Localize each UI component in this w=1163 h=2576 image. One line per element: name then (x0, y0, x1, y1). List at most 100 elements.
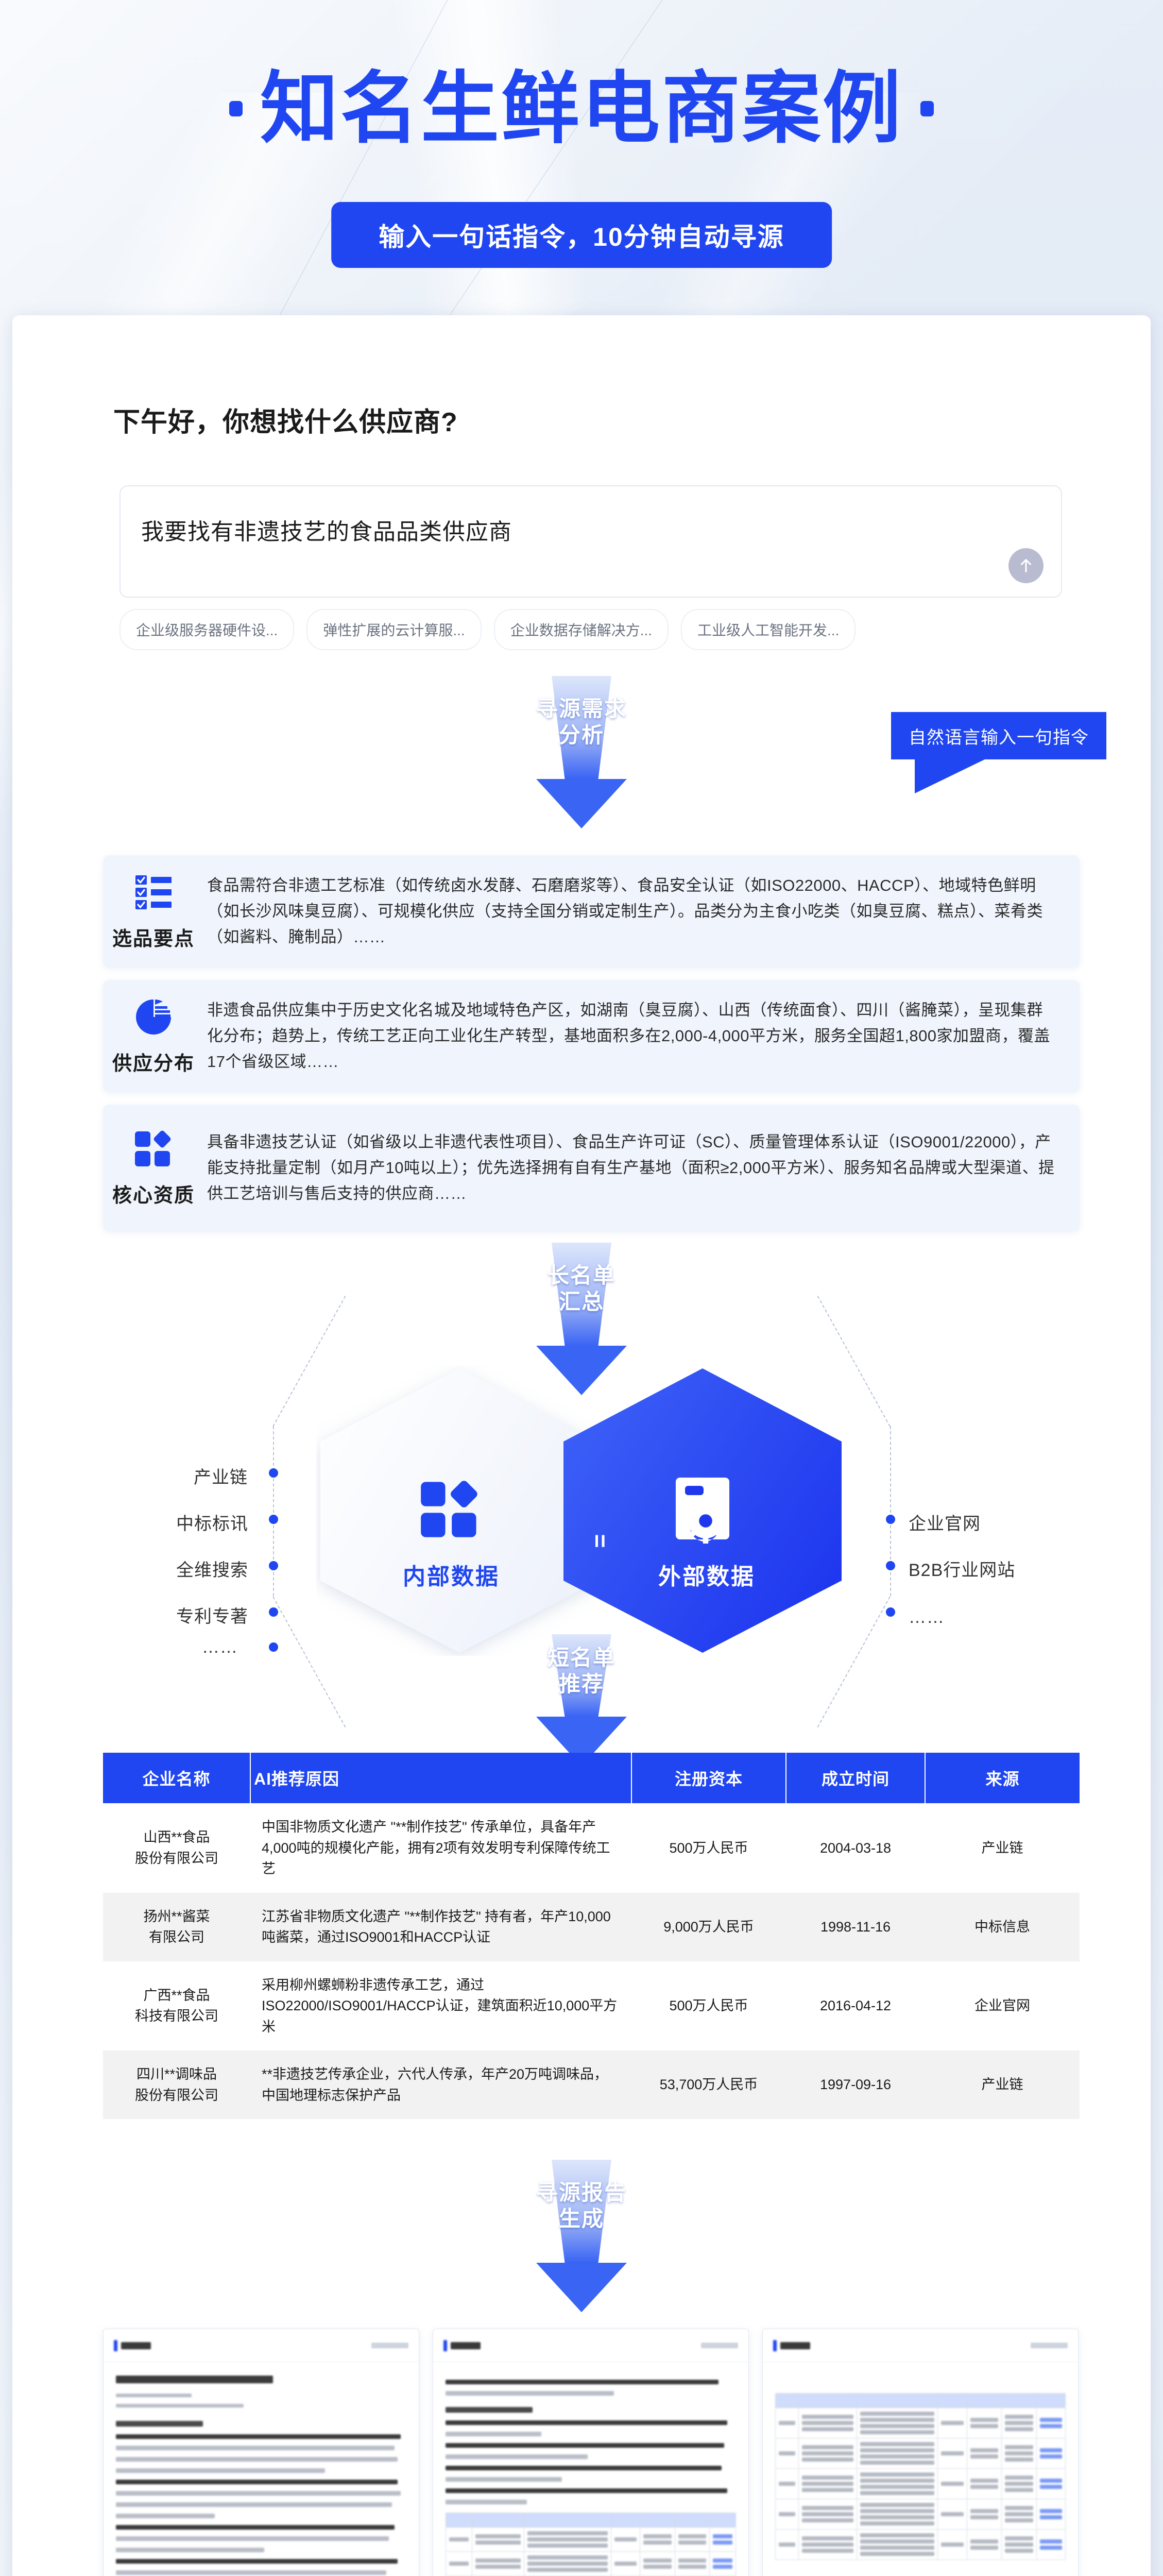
external-source-label-2: B2B行业网站 (909, 1561, 1016, 1580)
internal-source-dot-1 (269, 1468, 278, 1478)
send-button[interactable] (1008, 548, 1044, 583)
table-row[interactable]: 扬州**酱菜 有限公司 江苏省非物质文化遗产 "**制作技艺" 持有者，年产10… (103, 1892, 1080, 1961)
flow-label-line1: 短名单 (547, 1646, 615, 1670)
flow-label-line2: 汇总 (558, 1290, 604, 1314)
cell-capital: 500万人民币 (669, 1840, 748, 1856)
column-header-source: 来源 (925, 1753, 1080, 1803)
arrow-head (536, 779, 627, 828)
blocks-icon (421, 1481, 477, 1537)
external-data-label: 外部数据 (658, 1564, 755, 1589)
internal-source-label-5: …… (202, 1637, 238, 1657)
search-input-box[interactable]: 我要找有非遗技艺的食品品类供应商 (119, 485, 1062, 598)
flow-arrow-shortlist: 短名单 推荐 (536, 1634, 627, 1766)
report-preview-page-2[interactable] (433, 2329, 749, 2576)
arrow-head (536, 2263, 627, 2312)
brand-logo-icon (773, 2340, 810, 2351)
analysis-card-name: 选品要点 (112, 928, 195, 950)
preview-header (433, 2329, 748, 2362)
flow-label-line2: 生成 (558, 2207, 604, 2231)
analysis-card-text: 非遗食品供应集中于历史文化名城及地域特色产区，如湖南（臭豆腐）、山西（传统面食）… (207, 1001, 1051, 1071)
suggestion-chip-4[interactable]: 工业级人工智能开发... (681, 609, 856, 650)
document-gear-icon (676, 1478, 729, 1544)
flow-arrow-report: 寻源报告 生成 (536, 2160, 627, 2312)
callout-tooltip: 自然语言输入一句指令 (891, 712, 1106, 793)
internal-source-label-1: 产业链 (194, 1468, 248, 1487)
callout-tail (915, 759, 985, 793)
internal-source-label-3: 全维搜索 (176, 1561, 248, 1580)
internal-source-label-4: 专利专著 (176, 1607, 248, 1626)
internal-data-label: 内部数据 (403, 1564, 500, 1589)
pie-chart-icon (134, 996, 173, 1038)
internal-source-dot-3 (269, 1561, 278, 1570)
flow-arrow-report-label: 寻源报告 生成 (536, 2179, 627, 2232)
checklist-icon (134, 871, 173, 913)
analysis-card-icon-col: 选品要点 (103, 855, 204, 968)
subtitle-badge: 输入一句话指令，10分钟自动寻源 (331, 202, 832, 268)
analysis-card-icon-col: 核心资质 (103, 1105, 204, 1231)
flow-arrow-analysis-label: 寻源需求 分析 (536, 696, 627, 748)
column-header-founded: 成立时间 (786, 1753, 926, 1803)
cell-founded: 2004-03-18 (819, 1840, 892, 1856)
cell-company: 广西**食品 科技有限公司 (135, 1987, 218, 2024)
analysis-card-text: 具备非遗技艺认证（如省级以上非遗代表性项目）、食品生产许可证（SC）、质量管理体… (207, 1132, 1055, 1203)
table-row[interactable]: 山西**食品 股份有限公司 中国非物质文化遗产 "**制作技艺" 传承单位，具备… (103, 1803, 1080, 1893)
arrow-head (536, 1346, 627, 1395)
flow-label-line1: 寻源报告 (536, 2180, 627, 2205)
flow-label-line2: 推荐 (558, 1672, 604, 1697)
flow-label-line1: 长名单 (547, 1263, 615, 1287)
report-preview-page-1[interactable] (103, 2329, 419, 2576)
analysis-card-icon-col: 供应分布 (103, 980, 204, 1092)
page-title: 知名生鲜电商案例 (260, 63, 903, 154)
cell-source: 产业链 (981, 1840, 1023, 1856)
internal-source-dot-2 (269, 1515, 278, 1524)
suggestion-chip-list: 企业级服务器硬件设... 弹性扩展的云计算服... 企业数据存储解决方... 工… (119, 609, 856, 650)
title-bullet-right (920, 101, 934, 116)
flow-arrow-analysis: 寻源需求 分析 (536, 676, 627, 828)
supplier-result-table: 企业名称 AI推荐原因 注册资本 成立时间 来源 山西**食品 股份有限公司 中… (103, 1753, 1080, 2119)
cell-reason: 中国非物质文化遗产 "**制作技艺" 传承单位，具备年产4,000吨的规模化产能… (262, 1819, 610, 1876)
analysis-card-distribution: 供应分布 非遗食品供应集中于历史文化名城及地域特色产区，如湖南（臭豆腐）、山西（… (103, 980, 1080, 1092)
flow-label-line1: 寻源需求 (536, 697, 627, 721)
data-sources-section: 内部数据 外部数据 = 产业链 (12, 1295, 1151, 1728)
cell-founded: 1997-09-16 (786, 2050, 925, 2119)
analysis-card-text: 食品需符合非遗工艺标准（如传统卤水发酵、石磨磨浆等）、食品安全认证（如ISO22… (207, 876, 1043, 946)
cell-capital: 9,000万人民币 (631, 1892, 786, 1961)
cell-company: 四川**调味品 股份有限公司 (103, 2050, 250, 2119)
preview-header (763, 2329, 1078, 2362)
analysis-card-selection: 选品要点 食品需符合非遗工艺标准（如传统卤水发酵、石磨磨浆等）、食品安全认证（如… (103, 855, 1080, 968)
cell-reason: **非遗技艺传承企业，六代人传承，年产20万吨调味品，中国地理标志保护产品 (250, 2050, 631, 2119)
preview-meta (371, 2343, 408, 2348)
flow-label-line2: 分析 (558, 723, 604, 748)
preview-meta (1031, 2343, 1068, 2348)
suggestion-chip-1[interactable]: 企业级服务器硬件设... (119, 609, 295, 650)
internal-source-dot-5 (269, 1642, 278, 1652)
internal-source-dot-4 (269, 1607, 278, 1617)
analysis-card-qualification: 核心资质 具备非遗技艺认证（如省级以上非遗代表性项目）、食品生产许可证（SC）、… (103, 1105, 1080, 1231)
cell-company: 山西**食品 股份有限公司 (135, 1829, 218, 1866)
search-input-value[interactable]: 我要找有非遗技艺的食品品类供应商 (141, 519, 512, 545)
dashed-guide-right (890, 1426, 891, 1596)
flow-arrow-longlist-label: 长名单 汇总 (536, 1262, 627, 1315)
preview-body (104, 2362, 419, 2576)
brand-logo-icon (443, 2340, 481, 2351)
blocks-icon (134, 1128, 173, 1170)
callout-label: 自然语言输入一句指令 (891, 712, 1106, 759)
external-source-dot-1 (886, 1515, 895, 1524)
external-source-dot-2 (886, 1561, 895, 1570)
suggestion-chip-3[interactable]: 企业数据存储解决方... (493, 609, 669, 650)
dashed-guide-left (273, 1426, 274, 1596)
analysis-card-name: 核心资质 (112, 1184, 195, 1207)
brand-logo-icon (114, 2340, 151, 2351)
preview-table (775, 2393, 1066, 2560)
preview-body (433, 2362, 748, 2576)
suggestion-chip-2[interactable]: 弹性扩展的云计算服... (306, 609, 482, 650)
title-bullet-left (229, 101, 243, 116)
arrow-up-icon (1020, 559, 1032, 572)
page-header: 知名生鲜电商案例 输入一句话指令，10分钟自动寻源 (0, 0, 1163, 319)
table-row[interactable]: 广西**食品 科技有限公司 采用柳州螺蛳粉非遗传承工艺，通过ISO22000/I… (103, 1961, 1080, 2051)
report-preview-page-3[interactable] (762, 2329, 1079, 2576)
external-source-label-3: …… (909, 1607, 945, 1627)
table-row[interactable]: 四川**调味品 股份有限公司 **非遗技艺传承企业，六代人传承，年产20万吨调味… (103, 2050, 1080, 2119)
cell-company: 扬州**酱菜 有限公司 (103, 1892, 250, 1961)
external-source-label-1: 企业官网 (909, 1514, 981, 1534)
